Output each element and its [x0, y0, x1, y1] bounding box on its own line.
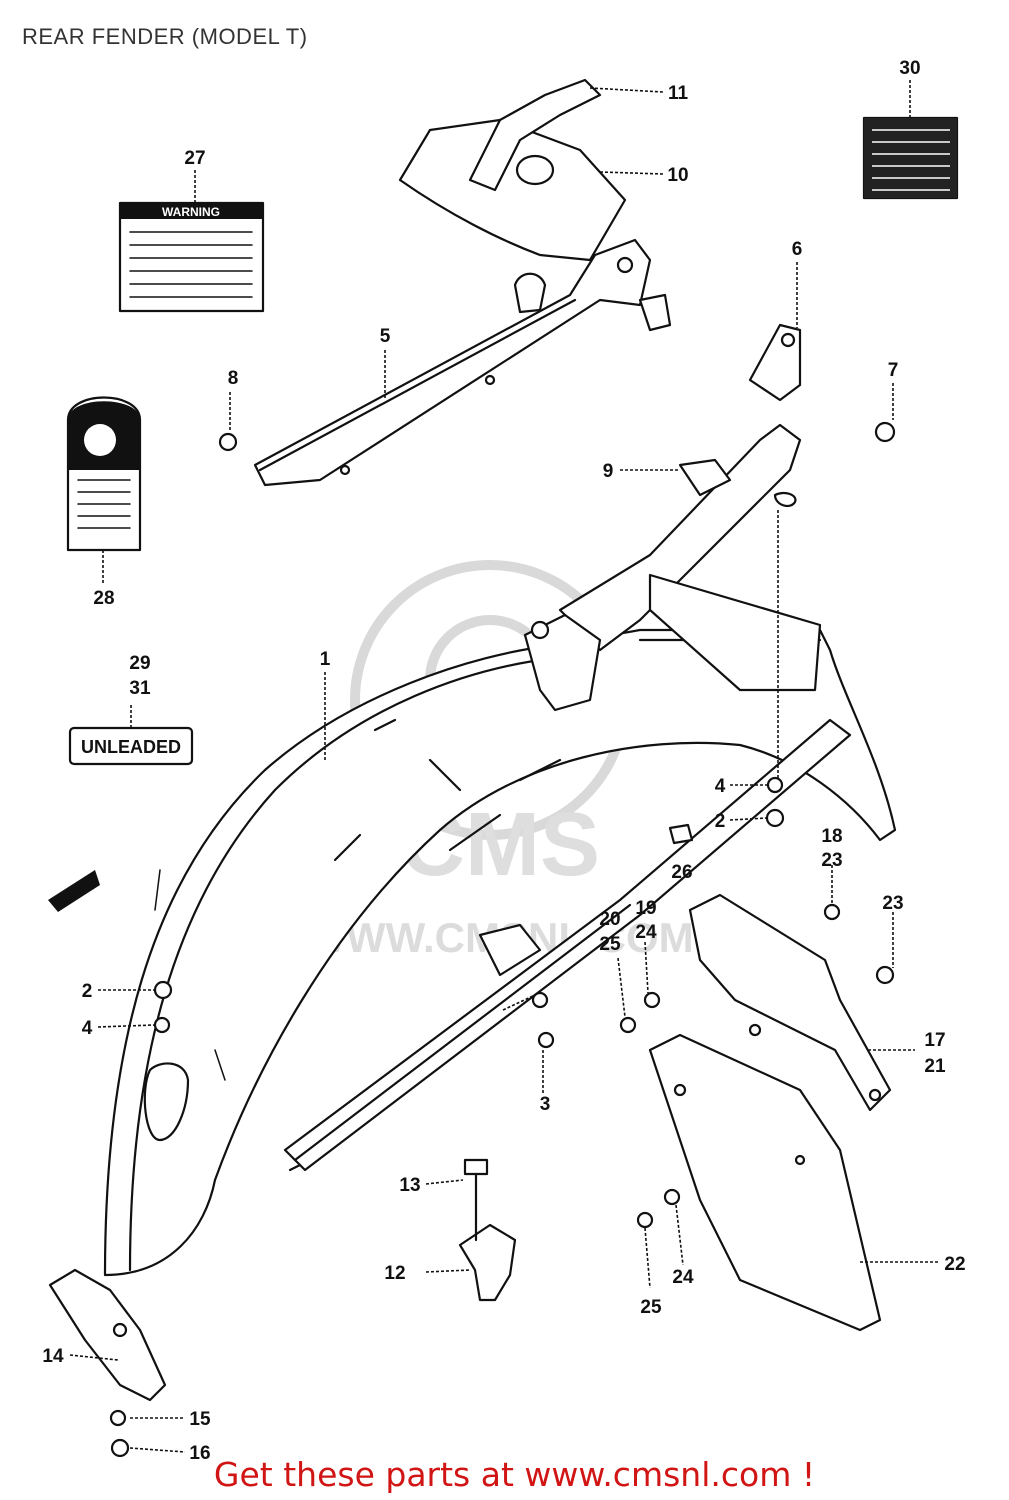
callout-2b: 2 — [715, 811, 726, 832]
part-fender-rail — [283, 718, 852, 1172]
callout-15: 15 — [189, 1409, 211, 1430]
leader-lines — [69, 80, 940, 1453]
front-arrow-icon — [48, 870, 100, 912]
part-clip-12 — [458, 1223, 517, 1302]
page-title: REAR FENDER (MODEL T) — [22, 24, 308, 49]
callout-28: 28 — [93, 588, 114, 609]
callout-26: 26 — [671, 862, 692, 883]
callout-24b: 24 — [672, 1267, 694, 1288]
callout-8: 8 — [228, 368, 239, 389]
callout-4b: 4 — [715, 776, 726, 797]
part-seat-strap — [468, 78, 602, 192]
callout-numbers: 1 2 2 3 4 4 5 6 7 8 9 10 11 12 13 14 15 … — [42, 58, 965, 1464]
info-label-28 — [66, 396, 142, 552]
callout-21: 21 — [924, 1056, 946, 1077]
callout-9: 9 — [603, 461, 614, 482]
callout-24a: 24 — [635, 922, 657, 943]
part-seat-cover — [398, 118, 627, 262]
callout-23b: 23 — [882, 893, 903, 914]
callout-3: 3 — [540, 1094, 551, 1115]
callout-5: 5 — [380, 326, 391, 347]
callout-20: 20 — [599, 909, 620, 930]
part-frame-bracket — [523, 323, 822, 780]
part-rear-fender — [103, 628, 897, 1277]
callout-19: 19 — [635, 898, 656, 919]
callout-13: 13 — [399, 1175, 420, 1196]
part-bracket-17-21 — [688, 893, 892, 1112]
callout-14: 14 — [42, 1346, 64, 1367]
callout-12: 12 — [384, 1263, 405, 1284]
warning-label-27: WARNING — [118, 201, 265, 313]
callout-17: 17 — [924, 1030, 945, 1051]
callout-16: 16 — [189, 1443, 210, 1464]
callout-4a: 4 — [82, 1018, 93, 1039]
hardware-bolts — [109, 421, 896, 1458]
callout-18: 18 — [821, 826, 842, 847]
callout-1: 1 — [320, 649, 331, 670]
info-label-30 — [862, 116, 959, 200]
unleaded-label: UNLEADED — [68, 726, 194, 766]
part-screw-13 — [463, 1158, 489, 1242]
part-bracket-9 — [678, 458, 732, 497]
callout-2a: 2 — [82, 981, 93, 1002]
part-grab-rail-bracket — [253, 238, 672, 487]
callout-11: 11 — [668, 83, 689, 104]
part-rear-bracket-14 — [48, 1268, 167, 1402]
callout-6: 6 — [792, 239, 803, 260]
footer-link-text[interactable]: Get these parts at www.cmsnl.com ! — [213, 1455, 816, 1494]
callout-27: 27 — [184, 148, 205, 169]
callout-10: 10 — [667, 165, 688, 186]
callout-22: 22 — [944, 1254, 965, 1275]
part-bracket-22 — [648, 1033, 882, 1332]
callout-7: 7 — [888, 360, 899, 381]
callout-29: 29 — [129, 653, 150, 674]
callout-31: 31 — [129, 678, 151, 699]
callout-30: 30 — [899, 58, 920, 79]
callout-23a: 23 — [821, 850, 842, 871]
unleaded-label-text: UNLEADED — [81, 737, 181, 757]
callout-25a: 25 — [599, 934, 621, 955]
warning-label-heading: WARNING — [162, 205, 220, 219]
callout-25b: 25 — [640, 1297, 662, 1318]
